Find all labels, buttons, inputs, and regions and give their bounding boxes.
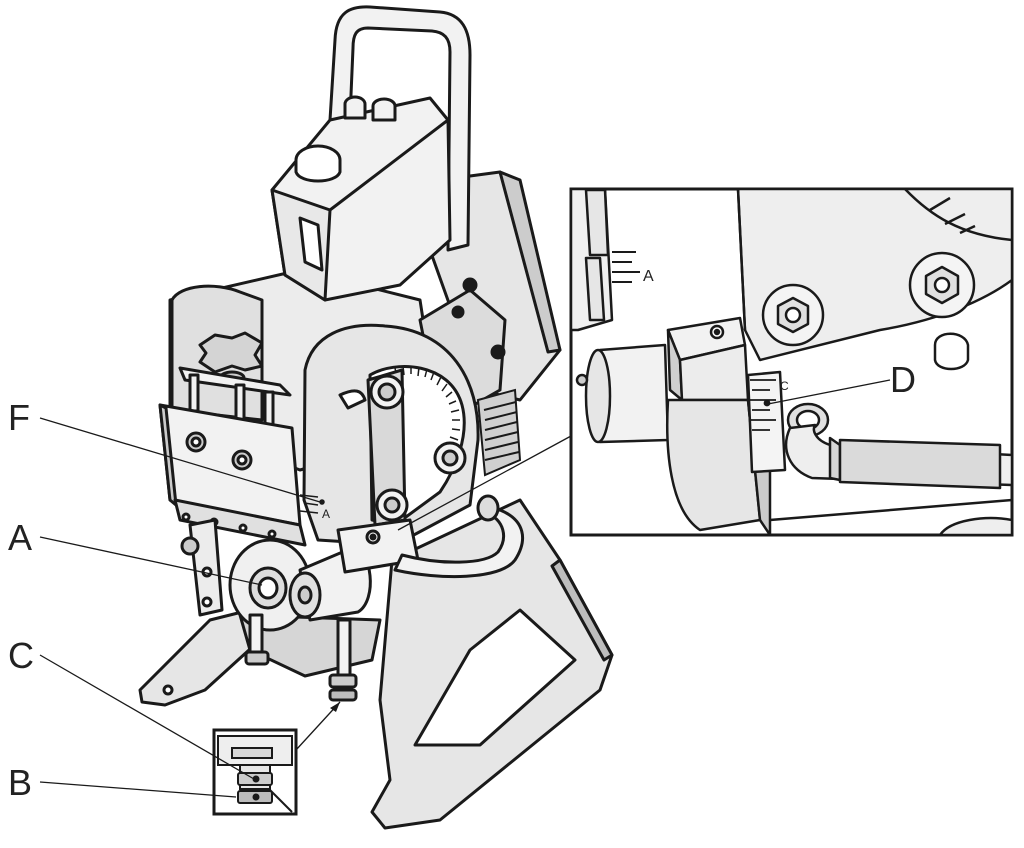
callout-c: C bbox=[8, 635, 34, 676]
callout-b: B bbox=[8, 762, 32, 803]
bevel-depth-scale bbox=[299, 494, 325, 514]
leader-f bbox=[39, 417, 321, 503]
detail-inset-d: A C bbox=[569, 187, 1014, 537]
callout-f: F bbox=[8, 397, 30, 438]
roller-assembly bbox=[180, 518, 420, 702]
leader-d bbox=[767, 379, 891, 405]
cooling-fins bbox=[476, 388, 522, 477]
leader-lines bbox=[39, 379, 891, 798]
inset-scale-a bbox=[612, 251, 640, 283]
front-plate bbox=[302, 323, 480, 547]
oil-tank bbox=[270, 95, 452, 302]
leader-a bbox=[39, 536, 263, 586]
clamp-assembly bbox=[158, 331, 307, 547]
front-grip-bar bbox=[393, 494, 524, 579]
inset-scale-mark-a: A bbox=[643, 268, 654, 285]
inset-scale-mark-c: C bbox=[780, 379, 789, 393]
scale-mark-a: A bbox=[322, 507, 330, 521]
callout-a: A bbox=[8, 517, 32, 558]
inset-scale-c bbox=[750, 379, 776, 431]
carry-handle bbox=[328, 5, 472, 252]
leader-c bbox=[39, 654, 255, 780]
small-inset-connector bbox=[295, 701, 341, 751]
detail-inset-bc bbox=[212, 728, 298, 816]
callout-d: D bbox=[890, 359, 916, 400]
leader-b bbox=[39, 781, 237, 798]
inset-connector-line bbox=[397, 435, 572, 531]
